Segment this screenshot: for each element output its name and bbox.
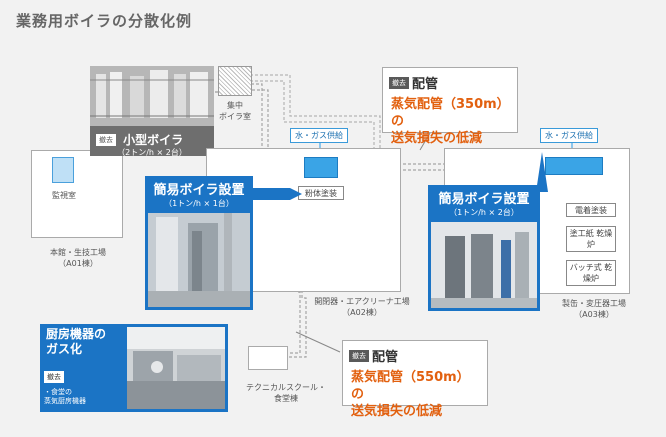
boiler-a02-pointer: [250, 188, 302, 200]
building-a01-name: 本館・生技工場: [50, 248, 106, 257]
kitchen-detail-box: 撤去 ・食堂の 蒸気厨房機器: [40, 364, 124, 412]
boiler-a03-name: 簡易ボイラ設置: [438, 192, 530, 207]
boiler-a03-spec: （1トン/h × 2台）: [449, 208, 519, 217]
kitchen-item-2: 蒸気厨房機器: [44, 397, 86, 405]
building-a02-name: 開閉器・エアクリーナ工場: [314, 297, 410, 306]
page-title: 業務用ボイラの分散化例: [16, 12, 193, 30]
boiler-a02-photo: [145, 210, 253, 310]
boiler-a02-name: 簡易ボイラ設置: [153, 183, 245, 198]
central-boiler-room-label-2: ボイラ室: [219, 112, 251, 121]
supply-a03: 水・ガス供給: [540, 128, 598, 143]
pipe-550-line-2: 送気損失の低減: [351, 404, 443, 419]
pipe-350-callout: 撤去配管 蒸気配管（350m）の 送気損失の低減: [382, 67, 518, 146]
technical-school-name-1: テクニカルスクール・: [246, 383, 326, 392]
boiler-a03-photo: [428, 219, 540, 311]
central-boiler-room: [218, 66, 252, 96]
boiler-a03-callout: 簡易ボイラ設置 （1トン/h × 2台）: [428, 185, 540, 219]
monitoring-room-label: 監視室: [52, 191, 76, 200]
building-a03-name: 製缶・変圧器工場: [562, 299, 626, 308]
pipe-350-tag: 撤去: [389, 76, 409, 89]
small-boiler-name: 小型ボイラ: [123, 133, 184, 147]
boiler-a02-spec: （1トン/h × 1台）: [164, 199, 234, 208]
building-a01-code: （A01棟）: [58, 259, 98, 268]
boiler-a03-pointer: [536, 152, 548, 192]
central-boiler-room-label-1: 集中: [227, 101, 243, 110]
building-a02-code: （A02棟）: [342, 308, 382, 317]
building-a01: [31, 150, 123, 238]
powder-coating-room: 粉体塗装: [298, 186, 344, 200]
boiler-unit-a02: [304, 157, 338, 178]
a03-room-coated-paper-oven: 塗工紙 乾燥炉: [566, 226, 616, 252]
kitchen-heading-box: 厨房機器の ガス化: [40, 324, 124, 364]
small-boiler-tag: 撤去: [96, 133, 116, 146]
monitoring-room: [52, 157, 74, 183]
supply-a02: 水・ガス供給: [290, 128, 348, 143]
pipe-350-line-1: 蒸気配管（350m）の: [391, 97, 504, 129]
small-boiler-photo: [90, 66, 214, 126]
kitchen-tag: 撤去: [44, 370, 64, 383]
kitchen-photo: [124, 324, 228, 412]
boiler-unit-a03: [545, 157, 603, 175]
pipe-350-heading: 配管: [412, 77, 439, 92]
boiler-a02-callout: 簡易ボイラ設置 （1トン/h × 1台）: [145, 176, 253, 210]
kitchen-heading-1: 厨房機器の: [46, 327, 107, 341]
building-a03-code: （A03棟）: [574, 310, 614, 319]
pipe-350-line-2: 送気損失の低減: [391, 131, 483, 146]
pipe-550-heading: 配管: [372, 350, 399, 365]
a03-room-electrodeposition: 電着塗装: [566, 203, 616, 217]
kitchen-item-1: ・食堂の: [44, 388, 72, 396]
pipe-550-line-1: 蒸気配管（550m）の: [351, 370, 470, 402]
pipe-550-tag: 撤去: [349, 349, 369, 362]
kitchen-heading-2: ガス化: [46, 342, 83, 356]
a03-room-batch-oven: バッチ式 乾燥炉: [566, 260, 616, 286]
building-technical-school: [248, 346, 288, 370]
small-boiler-callout: 撤去 小型ボイラ （2トン/h × 2台）: [90, 126, 214, 157]
technical-school-name-2: 食堂棟: [274, 394, 298, 403]
pipe-550-callout: 撤去配管 蒸気配管（550m）の 送気損失の低減: [342, 340, 488, 419]
small-boiler-spec: （2トン/h × 2台）: [117, 148, 187, 157]
